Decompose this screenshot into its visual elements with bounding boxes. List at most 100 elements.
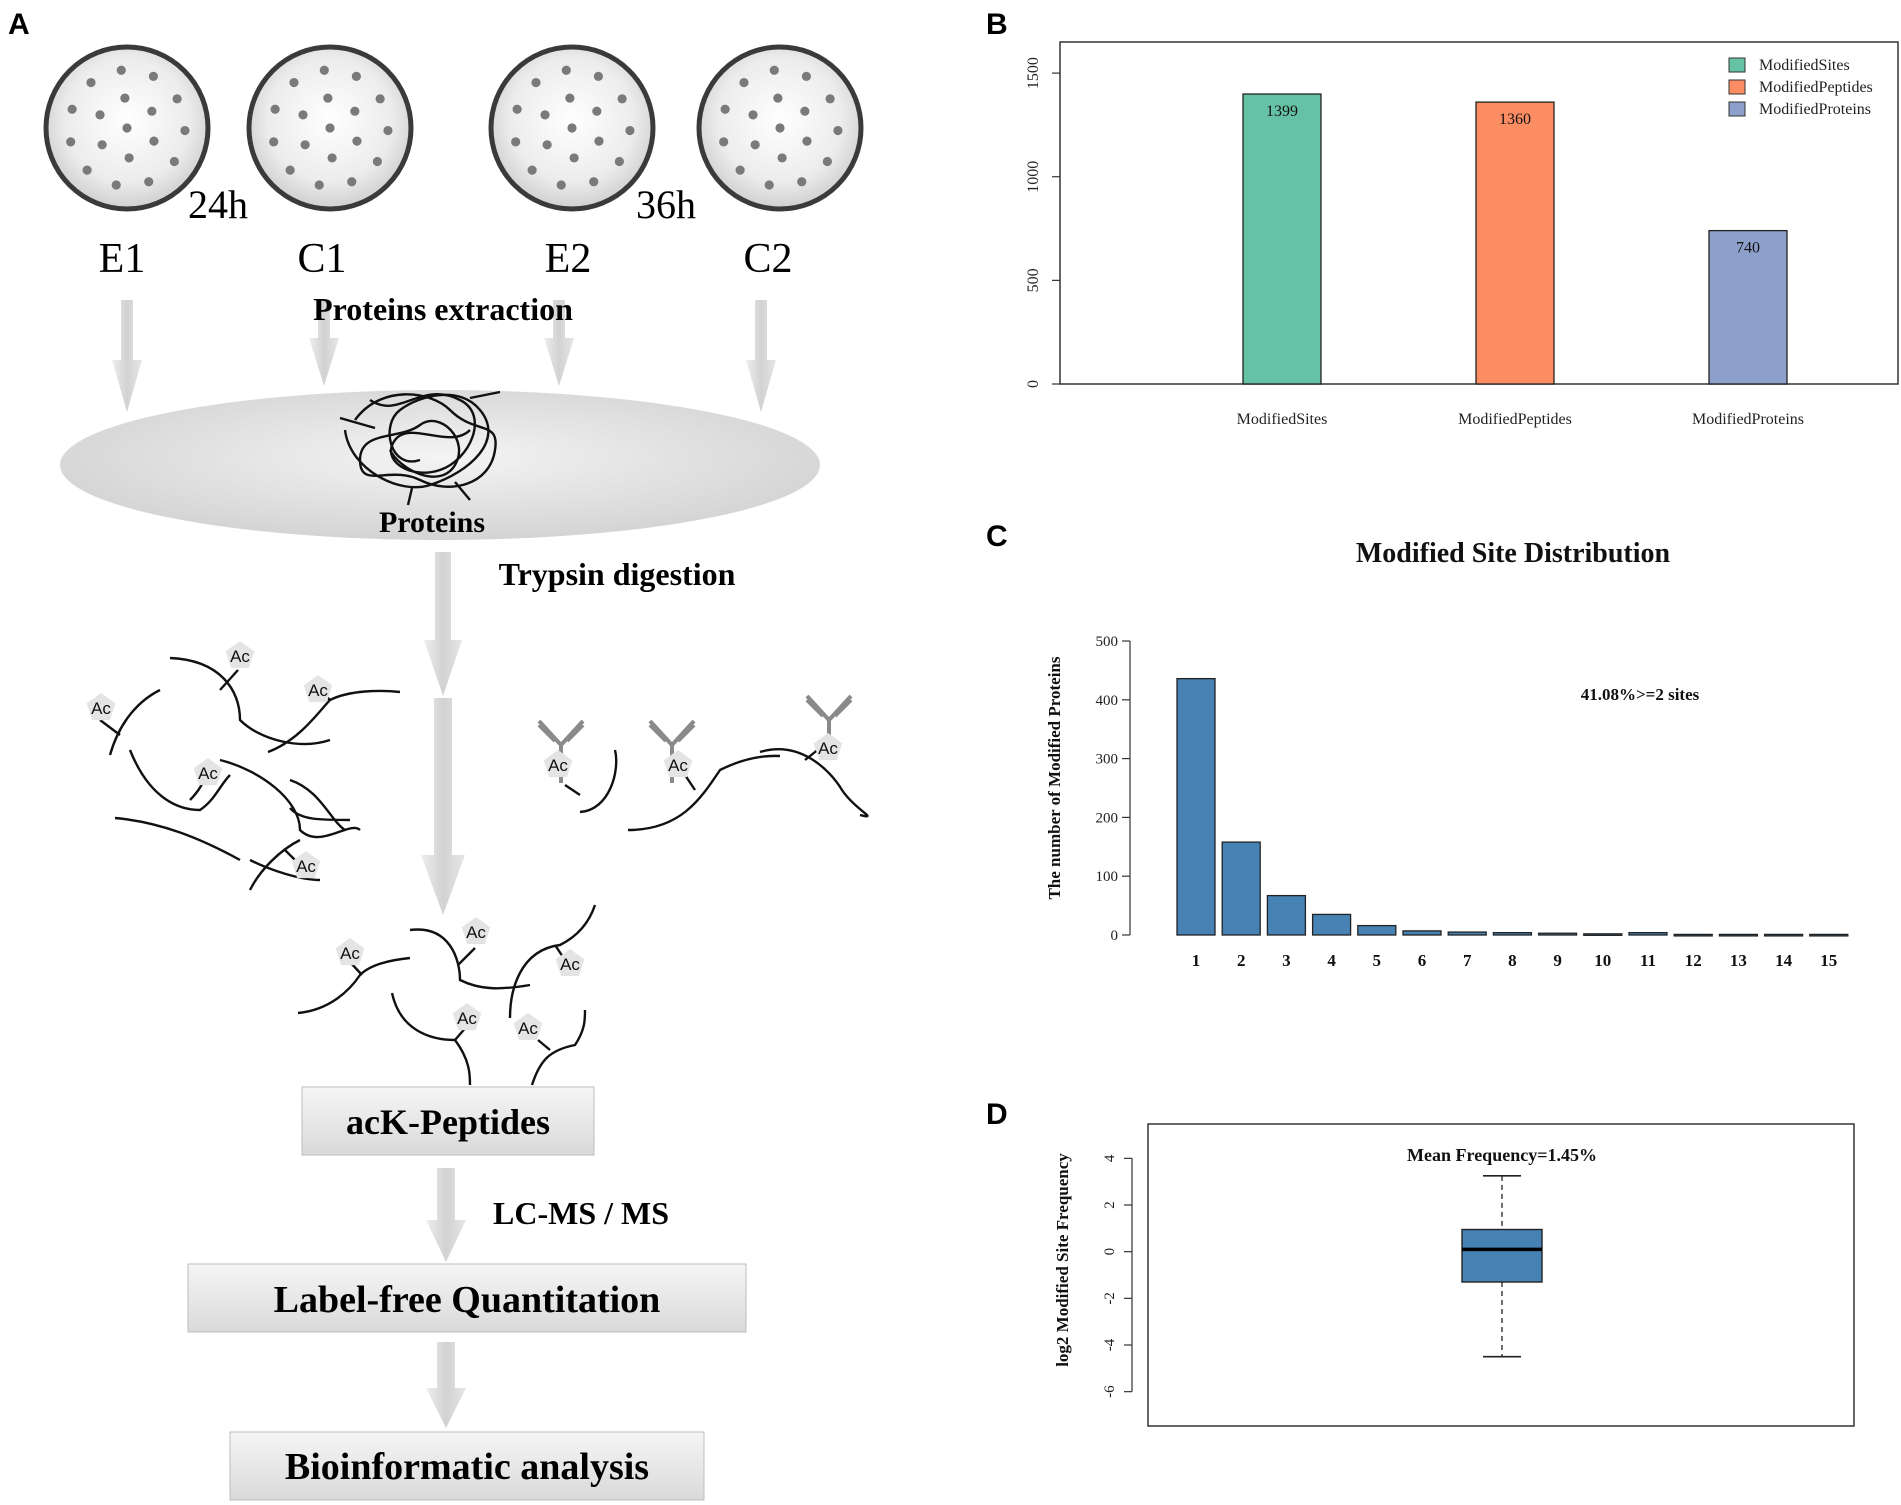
ac-label: Ac (91, 699, 111, 718)
peptide-chain (564, 784, 581, 796)
x-tick-label: 7 (1463, 951, 1472, 970)
cell-dot (801, 71, 811, 81)
panel-b: B 0500100015001399ModifiedSites1360Modif… (986, 8, 1899, 428)
ac-label: Ac (548, 756, 568, 775)
x-tick-label: 5 (1373, 951, 1382, 970)
x-tick-label: 10 (1594, 951, 1611, 970)
ack-peptides-box (301, 1086, 595, 1156)
cell-dot (147, 106, 157, 116)
x-tick-label: 6 (1418, 951, 1427, 970)
cell-dot (775, 123, 785, 133)
ac-label: Ac (198, 764, 218, 783)
y-tick-label: -2 (1102, 1292, 1118, 1305)
legend-label: ModifiedProteins (1759, 101, 1871, 118)
lcms-label: LC-MS / MS (493, 1195, 669, 1231)
cell-dot (122, 123, 132, 133)
proteins-extraction-label: Proteins extraction (313, 291, 573, 327)
peptide-chain (289, 778, 346, 831)
sample-label-c1: C1 (297, 236, 346, 282)
chart-d-frame (1147, 1123, 1855, 1427)
sample-label-e1: E1 (99, 236, 146, 282)
x-tick-label: 4 (1327, 951, 1336, 970)
antibody-arm (537, 719, 585, 747)
cell-dot (511, 137, 521, 147)
x-tick-label: ModifiedSites (1237, 411, 1328, 428)
y-axis-label: log2 Modified Site Frequency (1053, 1153, 1072, 1367)
cell-dot (739, 77, 749, 88)
bar (1583, 933, 1623, 936)
cell-dot (149, 136, 159, 146)
cell-dot (111, 180, 121, 190)
x-tick-label: 14 (1775, 951, 1793, 970)
panel-b-letter: B (986, 8, 1008, 41)
legend-swatch (1728, 57, 1746, 73)
cell-dot (352, 136, 362, 146)
y-tick-label: 400 (1096, 693, 1119, 709)
peptide-chain (289, 807, 351, 822)
ack-peptides-label: acK-Peptides (346, 1102, 550, 1142)
cell-dot (97, 140, 107, 150)
y-tick-label: 4 (1102, 1154, 1118, 1162)
peptide-chain (457, 947, 476, 966)
bar (1266, 894, 1307, 936)
time-label-36h: 36h (636, 182, 696, 227)
cell-dot (285, 165, 295, 175)
cell-dot (748, 110, 758, 120)
legend-swatch (1728, 101, 1746, 117)
x-tick-label: 3 (1282, 951, 1291, 970)
cell-dot (95, 110, 105, 120)
cell-dot (527, 165, 537, 175)
ac-label: Ac (340, 944, 360, 963)
ac-label: Ac (668, 756, 688, 775)
cell-dot (82, 165, 92, 175)
lcms-arrow (426, 1168, 466, 1262)
cell-dot (289, 77, 299, 88)
y-tick-label: 300 (1096, 752, 1119, 768)
petri-dish-icon (488, 44, 656, 212)
cell-dot (323, 93, 333, 103)
bar (1176, 677, 1216, 936)
cell-dot (531, 77, 541, 88)
arrow-e1 (112, 300, 142, 412)
cell-dot (319, 65, 329, 75)
cell-dot (565, 93, 575, 103)
bar (1242, 93, 1322, 385)
cell-dot (325, 123, 335, 133)
sample-label-c2: C2 (743, 236, 792, 282)
cell-dot (822, 156, 832, 167)
y-tick-label: -4 (1102, 1338, 1118, 1351)
enrichment-arrow (421, 698, 465, 915)
annotation: Mean Frequency=1.45% (1407, 1145, 1597, 1165)
label-free-quantitation-label: Label-free Quantitation (274, 1279, 661, 1321)
x-tick-label: ModifiedProteins (1692, 411, 1804, 428)
antibody-arm (805, 698, 853, 718)
bar (1718, 933, 1759, 937)
bioinformatic-analysis-box (229, 1431, 705, 1501)
antibody-arm (648, 723, 696, 743)
y-tick-label: 100 (1096, 869, 1119, 885)
cell-dot (593, 71, 603, 81)
bar (1708, 229, 1788, 385)
bar (1628, 931, 1668, 936)
cell-dot (314, 180, 324, 190)
cell-dot (120, 93, 130, 103)
x-tick-label: 1 (1192, 951, 1201, 970)
protein-tangle-icon (339, 390, 501, 506)
peptide-chain (169, 656, 331, 746)
box (1461, 1228, 1543, 1283)
cell-dot (802, 136, 812, 146)
cell-dot (825, 94, 835, 104)
cell-dot (567, 123, 577, 133)
peptide-chain (390, 992, 472, 1086)
bar-value-label: 740 (1736, 240, 1760, 257)
peptide-chain (99, 719, 121, 736)
arrow-c2 (746, 300, 776, 412)
y-tick-label: 500 (1025, 268, 1042, 292)
peptide-chain (248, 838, 301, 891)
panel-c: C Modified Site Distribution010020030040… (986, 520, 1849, 970)
legend-label: ModifiedPeptides (1759, 79, 1873, 96)
